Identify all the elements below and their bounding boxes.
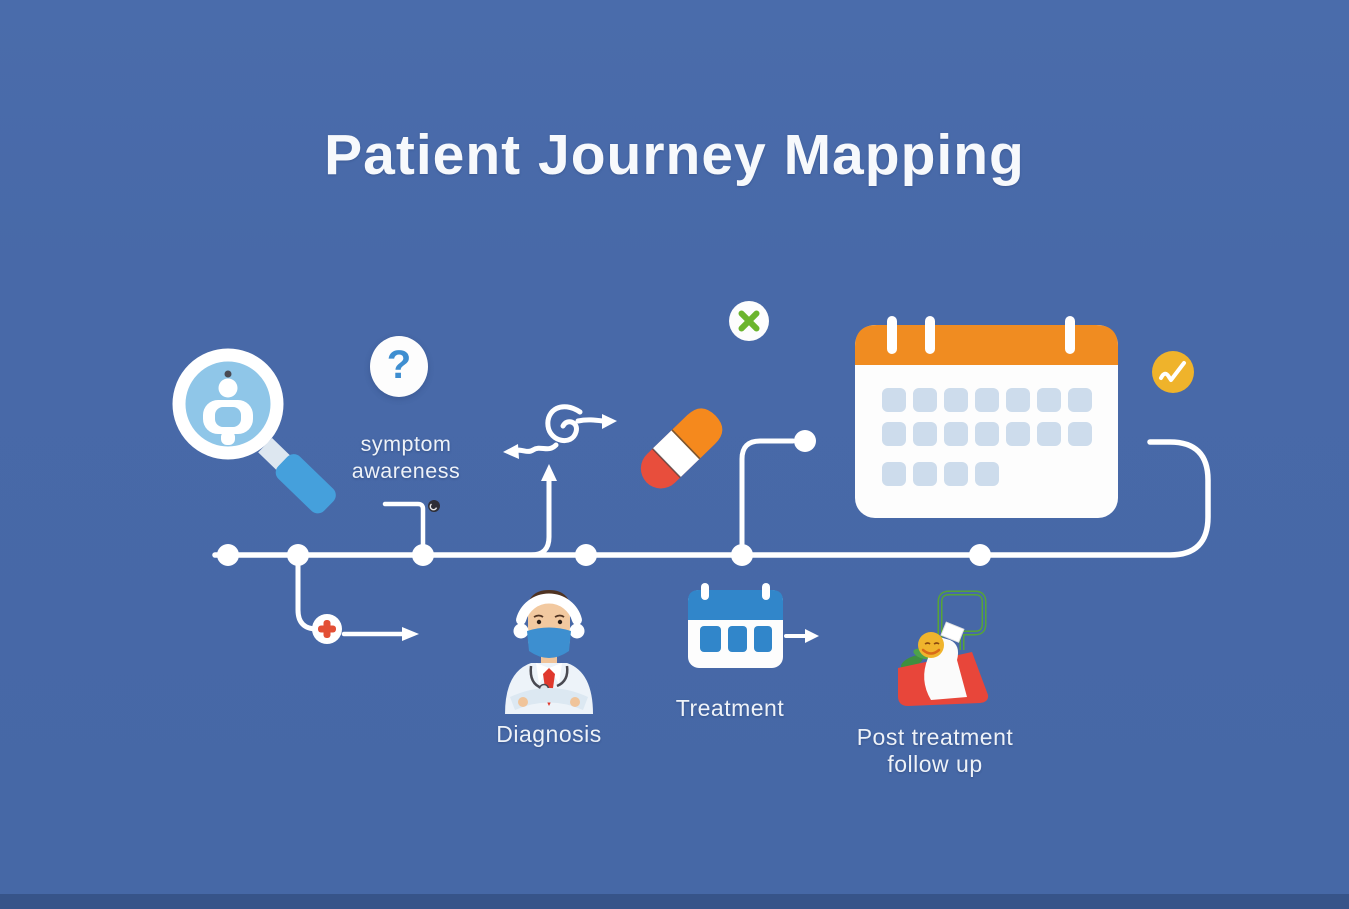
treatment-label: Treatment	[675, 695, 785, 721]
green-x-icon	[729, 301, 769, 341]
doctor-icon	[505, 590, 593, 714]
pill-icon	[640, 408, 723, 489]
diagnosis-label: Diagnosis	[496, 721, 602, 747]
post-treatment-line2: follow up	[887, 751, 983, 777]
medical-cross-icon	[312, 614, 342, 644]
gold-check-icon	[1152, 351, 1194, 393]
up-arrowhead	[541, 464, 557, 481]
symptom-awareness-line2: awareness	[351, 459, 461, 483]
magnifying-glass-patient-icon	[172, 348, 336, 514]
swirl-arrows-icon	[503, 404, 617, 459]
bottom-strip	[0, 894, 1349, 909]
question-glyph: ?	[386, 343, 412, 387]
timeline-dots	[217, 544, 991, 566]
path-end-dot	[794, 430, 816, 452]
question-mark-icon: ?	[370, 336, 428, 397]
calendar-grid	[882, 388, 1092, 486]
small-calendar-icon	[688, 583, 819, 668]
right-arrowhead	[402, 627, 419, 641]
symptom-awareness-line1: symptom	[360, 432, 452, 456]
post-treatment-label: Post treatment follow up	[830, 724, 1040, 778]
post-treatment-line1: Post treatment	[856, 724, 1014, 750]
big-calendar-icon	[855, 316, 1118, 518]
page-title: Patient Journey Mapping	[324, 123, 1025, 187]
symptom-awareness-label: symptom awareness	[306, 431, 506, 485]
small-badge-icon	[428, 500, 440, 512]
followup-person-icon	[898, 590, 989, 706]
